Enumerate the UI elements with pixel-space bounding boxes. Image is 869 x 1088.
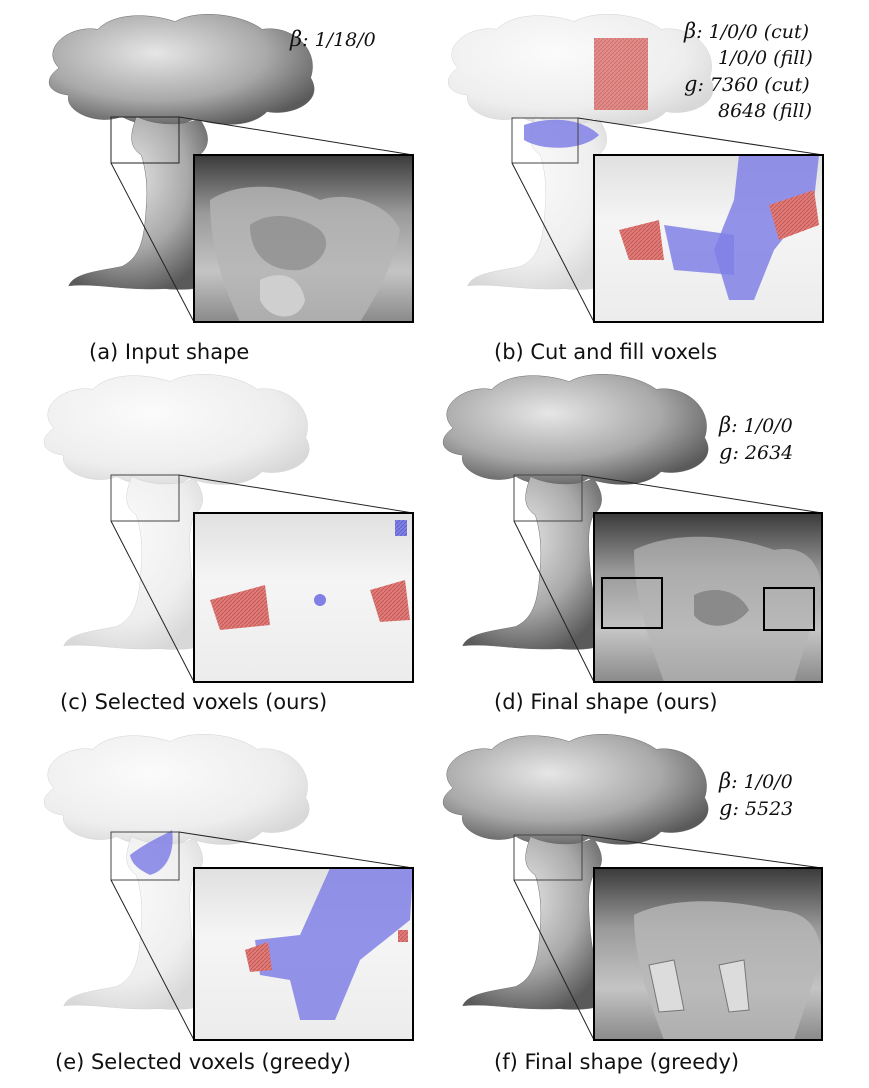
stat-value: 1/0/0 [743, 415, 793, 437]
detail-box-left [601, 577, 663, 629]
panel-d-figure [442, 373, 823, 683]
caption-e: (e) Selected voxels (greedy) [55, 1050, 351, 1074]
caption-b: (b) Cut and fill voxels [494, 340, 718, 364]
stat-value: 1/18/0 [314, 29, 376, 51]
zoom-view [593, 512, 823, 683]
panel-c-figure [43, 373, 414, 683]
panel-a: β: 1/18/0 (a) Input shape [0, 0, 434, 364]
panel-f-stats: β: 1/0/0 g: 5523 [719, 769, 794, 820]
stat-value: 7360 (cut) [709, 74, 810, 96]
stat-symbol: β [290, 27, 303, 51]
panel-f: β: 1/0/0 g: 5523 (f) Final shape (greedy… [434, 720, 869, 1088]
stat-value: 2634 [744, 442, 794, 464]
panel-d-stats: β: 1/0/0 g: 2634 [719, 413, 794, 464]
panel-a-stats: β: 1/18/0 [290, 27, 376, 51]
panel-b-stats: β: 1/0/0 (cut) 1/0/0 (fill) g: 7360 (cut… [684, 19, 813, 122]
stat-symbol: g [719, 440, 733, 464]
caption-a: (a) Input shape [89, 340, 250, 364]
stat-value: 8648 (fill) [718, 100, 813, 122]
zoom-view [593, 867, 823, 1041]
panel-d: β: 1/0/0 g: 2634 (d) Final shape (ours) [434, 360, 869, 720]
panel-f-figure [442, 733, 823, 1041]
zoom-view [193, 512, 414, 683]
cut-voxels [594, 38, 648, 110]
panel-e-figure [43, 733, 414, 1041]
stat-value: 1/0/0 (fill) [718, 47, 813, 69]
panel-b-figure [447, 13, 824, 323]
zoom-view [193, 154, 414, 323]
panel-b: β: 1/0/0 (cut) 1/0/0 (fill) g: 7360 (cut… [434, 0, 869, 364]
zoom-view [593, 154, 824, 323]
stat-symbol: β [719, 413, 732, 437]
stat-value: 5523 [744, 798, 794, 820]
panel-a-figure [48, 13, 414, 323]
caption-c: (c) Selected voxels (ours) [60, 690, 328, 714]
panel-c: (c) Selected voxels (ours) [0, 360, 434, 720]
stat-symbol: β [719, 769, 732, 793]
stat-value: 1/0/0 [743, 771, 793, 793]
stat-value: 1/0/0 (cut) [708, 21, 810, 43]
stat-symbol: g [684, 72, 698, 96]
detail-box-right [763, 587, 815, 631]
stat-symbol: g [719, 796, 733, 820]
caption-f: (f) Final shape (greedy) [494, 1050, 740, 1074]
inset-box [110, 116, 180, 164]
stat-symbol: β [684, 19, 697, 43]
panel-e: (e) Selected voxels (greedy) [0, 720, 434, 1088]
zoom-view [193, 867, 414, 1041]
caption-d: (d) Final shape (ours) [494, 690, 718, 714]
fill-voxels [524, 119, 599, 148]
